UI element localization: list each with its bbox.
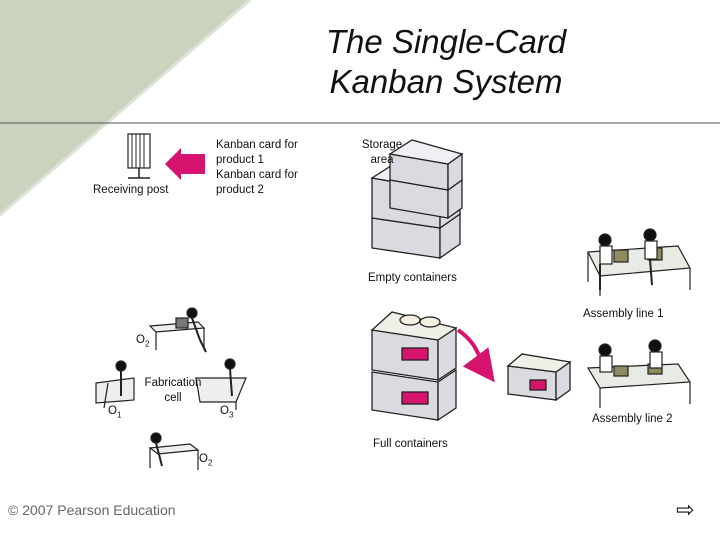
assembly-line-2-icon: [586, 339, 692, 408]
o3-label: O3: [220, 405, 234, 420]
flow-arrow-icon: [456, 328, 495, 383]
right-arrow-icon[interactable]: ⇨: [676, 498, 695, 523]
kanban-card-1-label-line1: Kanban card for: [216, 139, 298, 151]
workstation-o2-bottom-icon: [148, 432, 200, 470]
o1-label: O1: [108, 405, 122, 420]
kanban-card-2-label: Kanban card for product 2: [216, 168, 298, 198]
storage-area-containers: [370, 139, 464, 260]
page-title: The Single-Card Kanban System: [296, 22, 596, 102]
kanban-card-1-label: Kanban card for product 1: [216, 138, 298, 168]
kanban-card-arrow-icon: [165, 148, 205, 180]
kanban-card-1-label-line2: product 1: [216, 154, 264, 166]
background-band: [0, 0, 251, 217]
assembly-line-1-label: Assembly line 1: [583, 308, 664, 320]
moving-container: [506, 353, 572, 402]
kanban-card-2-label-line1: Kanban card for: [216, 169, 298, 181]
kanban-card-2-label-line2: product 2: [216, 184, 264, 196]
full-containers-label: Full containers: [373, 438, 448, 450]
o2-top-label: O2: [136, 334, 150, 349]
workstation-o2-top-icon: [148, 307, 207, 353]
fabrication-cell-label: Fabrication cell: [140, 376, 206, 406]
fabrication-cell-label-line2: cell: [164, 392, 182, 404]
fabrication-cell-icon: [95, 358, 247, 410]
storage-area-label: Storage area: [357, 138, 407, 168]
storage-area-label-line2: area: [370, 154, 394, 166]
title-line-1: The Single-Card: [325, 23, 567, 60]
receiving-post-label: Receiving post: [93, 184, 169, 196]
empty-containers-label: Empty containers: [368, 272, 457, 284]
storage-area-label-line1: Storage: [361, 139, 403, 151]
copyright-text: © 2007 Pearson Education: [8, 502, 176, 518]
fabrication-cell-label-line1: Fabrication: [144, 377, 202, 389]
receiving-post-icon: [127, 133, 151, 179]
full-containers: [370, 311, 458, 422]
o2-bottom-label: O2: [199, 453, 213, 468]
title-line-2: Kanban System: [329, 63, 563, 100]
assembly-line-2-label: Assembly line 2: [592, 413, 673, 425]
assembly-line-1-icon: [587, 228, 691, 296]
